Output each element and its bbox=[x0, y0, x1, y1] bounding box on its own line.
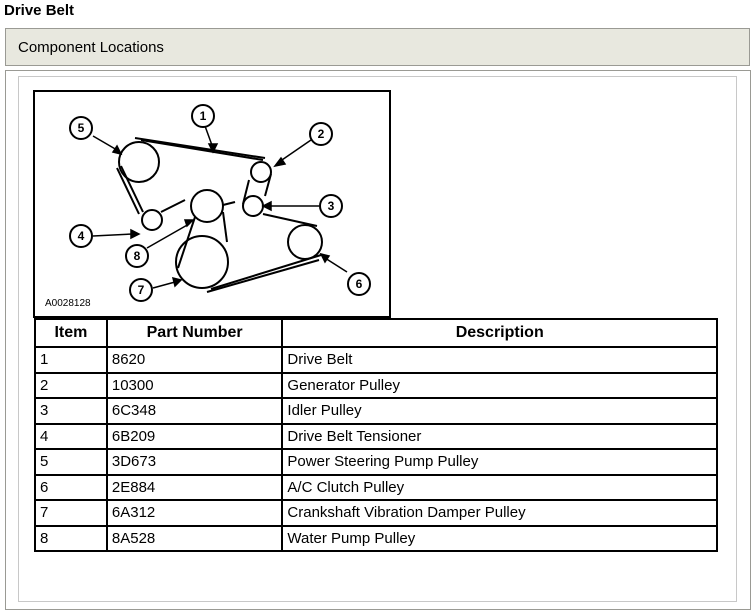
table-row: 6 2E884 A/C Clutch Pulley bbox=[34, 473, 718, 501]
belt-routing-svg: 1 2 3 4 5 6 7 8 bbox=[69, 104, 371, 302]
svg-text:1: 1 bbox=[200, 109, 207, 123]
drive-belt bbox=[116, 137, 322, 293]
cell-item: 1 bbox=[34, 346, 108, 374]
cell-item: 6 bbox=[34, 473, 108, 501]
cell-item: 8 bbox=[34, 524, 108, 552]
svg-text:7: 7 bbox=[138, 283, 145, 297]
cell-item: 5 bbox=[34, 448, 108, 476]
cell-part-number: 10300 bbox=[105, 371, 284, 399]
cell-description: Water Pump Pulley bbox=[281, 524, 718, 552]
cell-description: Drive Belt bbox=[281, 346, 718, 374]
table-header-row: Item Part Number Description bbox=[34, 318, 718, 348]
generator-pulley bbox=[250, 161, 272, 183]
cell-description: Crankshaft Vibration Damper Pulley bbox=[281, 499, 718, 527]
callout-3: 3 bbox=[319, 194, 343, 218]
svg-text:6: 6 bbox=[356, 277, 363, 291]
cell-item: 3 bbox=[34, 397, 108, 425]
cell-description: Power Steering Pump Pulley bbox=[281, 448, 718, 476]
tensioner-pulley bbox=[141, 209, 163, 231]
crankshaft-pulley bbox=[175, 235, 229, 289]
header-description: Description bbox=[281, 318, 718, 348]
cell-description: Drive Belt Tensioner bbox=[281, 422, 718, 450]
callout-1: 1 bbox=[191, 104, 215, 128]
svg-text:2: 2 bbox=[318, 127, 325, 141]
ac-clutch-pulley bbox=[287, 224, 323, 260]
section-header[interactable]: Component Locations bbox=[5, 28, 750, 66]
table-row: 8 8A528 Water Pump Pulley bbox=[34, 524, 718, 552]
table-row: 2 10300 Generator Pulley bbox=[34, 371, 718, 399]
cell-part-number: 3D673 bbox=[105, 448, 284, 476]
water-pump-pulley bbox=[190, 189, 224, 223]
page-title: Drive Belt bbox=[4, 2, 75, 19]
svg-text:3: 3 bbox=[328, 199, 335, 213]
content-panel-inner bbox=[18, 76, 737, 602]
cell-description: Generator Pulley bbox=[281, 371, 718, 399]
svg-text:8: 8 bbox=[134, 249, 141, 263]
cell-part-number: 8A528 bbox=[105, 524, 284, 552]
cell-item: 7 bbox=[34, 499, 108, 527]
cell-part-number: 8620 bbox=[105, 346, 284, 374]
callout-2: 2 bbox=[309, 122, 333, 146]
cell-part-number: 6C348 bbox=[105, 397, 284, 425]
svg-text:5: 5 bbox=[78, 121, 85, 135]
table-row: 4 6B209 Drive Belt Tensioner bbox=[34, 422, 718, 450]
header-item: Item bbox=[34, 318, 108, 348]
callout-8: 8 bbox=[125, 244, 149, 268]
cell-part-number: 2E884 bbox=[105, 473, 284, 501]
idler-pulley bbox=[242, 195, 264, 217]
parts-table: Item Part Number Description 1 8620 Driv… bbox=[34, 318, 718, 552]
header-part-number: Part Number bbox=[105, 318, 284, 348]
cell-description: Idler Pulley bbox=[281, 397, 718, 425]
table-row: 3 6C348 Idler Pulley bbox=[34, 397, 718, 425]
table-row: 5 3D673 Power Steering Pump Pulley bbox=[34, 448, 718, 476]
callout-5: 5 bbox=[69, 116, 93, 140]
cell-item: 4 bbox=[34, 422, 108, 450]
cell-part-number: 6B209 bbox=[105, 422, 284, 450]
callout-4: 4 bbox=[69, 224, 93, 248]
table-row: 1 8620 Drive Belt bbox=[34, 346, 718, 374]
table-row: 7 6A312 Crankshaft Vibration Damper Pull… bbox=[34, 499, 718, 527]
callout-6: 6 bbox=[347, 272, 371, 296]
cell-part-number: 6A312 bbox=[105, 499, 284, 527]
cell-item: 2 bbox=[34, 371, 108, 399]
cell-description: A/C Clutch Pulley bbox=[281, 473, 718, 501]
section-header-label: Component Locations bbox=[18, 39, 164, 56]
svg-text:4: 4 bbox=[78, 229, 85, 243]
callout-7: 7 bbox=[129, 278, 153, 302]
belt-routing-diagram: 1 2 3 4 5 6 7 8 A0028128 bbox=[33, 90, 391, 318]
diagram-code: A0028128 bbox=[45, 298, 91, 309]
callout-leaders bbox=[92, 125, 348, 289]
power-steering-pulley bbox=[118, 141, 160, 183]
